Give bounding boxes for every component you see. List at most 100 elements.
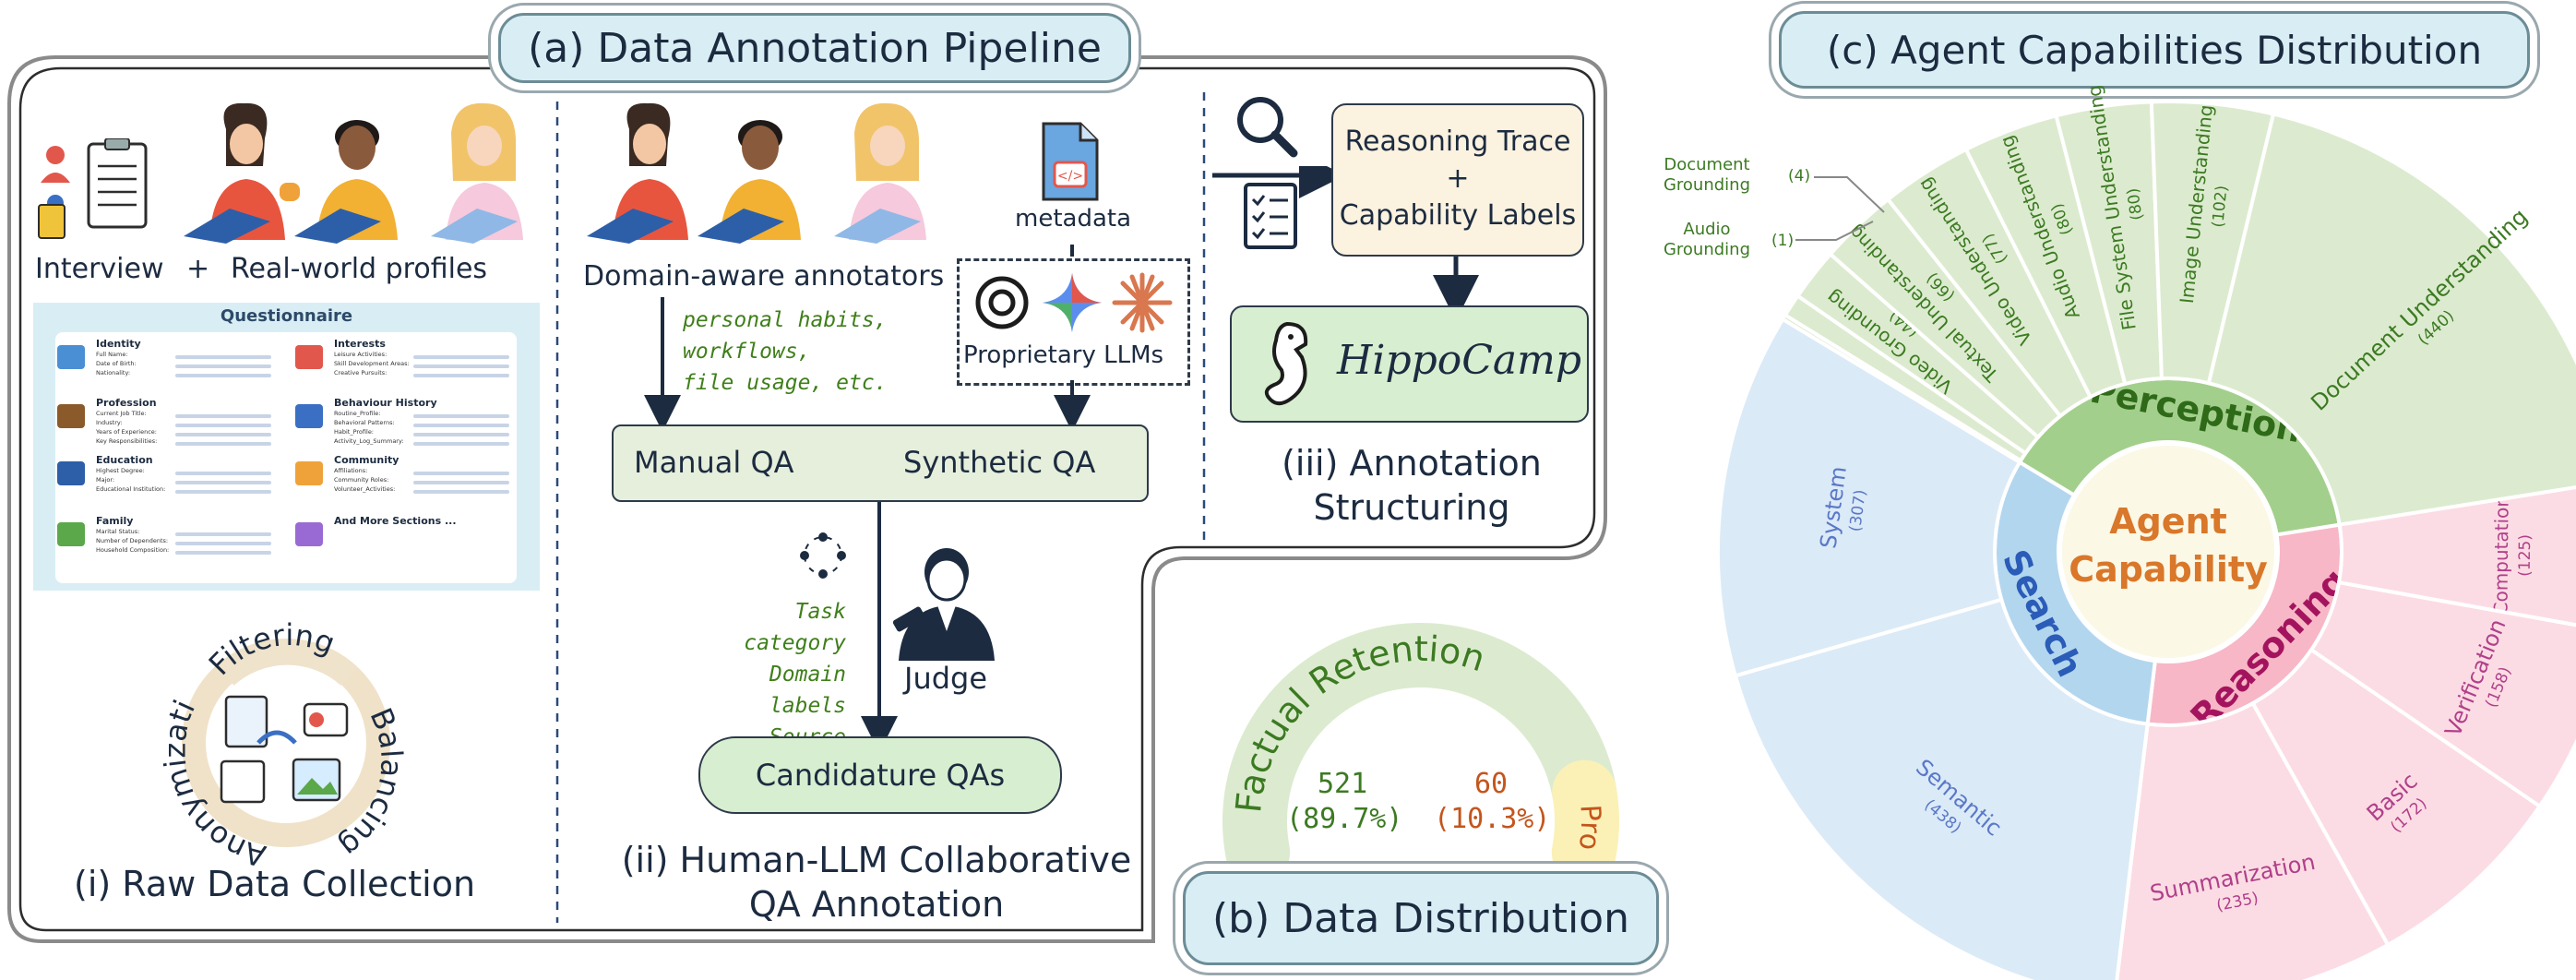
field-label: Major:: [96, 476, 115, 484]
field-input-line: [175, 490, 271, 494]
processing-cycle: [182, 639, 390, 847]
field-label: Full Name:: [96, 351, 128, 358]
sunburst-segment-label: Computation: [2489, 496, 2512, 615]
sunburst-center-line2: Capability: [2069, 549, 2268, 590]
structuring-arrows: [1212, 166, 1479, 321]
qa-generation-box: Manual QA Synthetic QA: [612, 424, 1149, 502]
section-name: Profession: [96, 397, 157, 409]
trace-line2: +: [1446, 162, 1470, 195]
field-input-line: [175, 365, 271, 368]
sunburst-segment: [2336, 484, 2576, 627]
field-label: Skill Development Areas:: [334, 360, 410, 367]
sunburst-segment-value: (125): [2516, 534, 2534, 577]
field-label: Household Composition:: [96, 546, 170, 554]
profiles-label: Real-world profiles: [231, 253, 488, 285]
label-domain: Domain labels: [769, 663, 846, 718]
field-label: Marital Status:: [96, 528, 140, 535]
annotators-illustration: [184, 102, 523, 244]
audio-grounding-value: (1): [1771, 232, 1794, 250]
books-icon: [57, 461, 85, 485]
annotator-notes: personal habits, workflows, file usage, …: [683, 305, 888, 399]
field-input-line: [175, 433, 271, 436]
field-input-line: [175, 442, 271, 446]
metadata-label: metadata: [1015, 205, 1132, 233]
capabilities-title: (c) Agent Capabilities Distribution: [1779, 11, 2530, 89]
document-grounding-value: (4): [1788, 167, 1810, 185]
svg-text:</>: </>: [1057, 169, 1083, 184]
field-label: Activity_Log_Summary:: [334, 437, 404, 445]
field-label: Creative Pursuits:: [334, 369, 388, 376]
field-input-line: [175, 414, 271, 418]
field-label: Industry:: [96, 419, 123, 426]
claude-logo-icon: [1112, 272, 1173, 333]
factual-retention-percent: (89.7%): [1286, 803, 1403, 835]
section-name: Family: [96, 515, 134, 527]
field-label: Highest Degree:: [96, 467, 145, 474]
network-icon: [295, 461, 323, 485]
section-name: Community: [334, 454, 400, 466]
field-input-line: [413, 355, 509, 359]
field-input-line: [175, 551, 271, 555]
note-workflows: workflows,: [683, 340, 811, 364]
plus-sign: +: [186, 253, 210, 285]
magnifier-icon: [1237, 97, 1298, 158]
field-input-line: [413, 414, 509, 418]
field-input-line: [175, 424, 271, 427]
gemini-logo-icon: [1043, 273, 1102, 332]
sunburst-segment: [2250, 647, 2543, 948]
domain-annotators-illustration: [587, 102, 926, 244]
structuring-caption: (iii) Annotation Structuring: [1218, 441, 1605, 530]
interview-icon: [38, 138, 148, 239]
factual-percent-value: 89.7%: [1303, 803, 1387, 835]
capability-sunburst-chart: ReasoningComputation(125)Verification(15…: [1664, 84, 2576, 980]
field-input-line: [175, 542, 271, 545]
manual-qa-label: Manual QA: [634, 445, 794, 480]
cycle-labels: Filtering Balancing Anonymization: [138, 604, 410, 874]
section-name: Interests: [334, 338, 386, 350]
field-input-line: [413, 481, 509, 484]
reasoning-trace-box: Reasoning Trace + Capability Labels: [1331, 103, 1584, 257]
field-label: Nationality:: [96, 369, 131, 376]
sunburst-segment: [2115, 700, 2391, 980]
field-input-line: [175, 374, 271, 377]
trace-line1: Reasoning Trace: [1344, 125, 1571, 158]
svg-text:Filtering: Filtering: [202, 617, 340, 682]
leader-line: [1795, 221, 1874, 241]
qa-annotation-caption: (ii) Human-LLM Collaborative QA Annotati…: [609, 838, 1144, 926]
field-label: Routine_Profile:: [334, 410, 381, 417]
synthetic-qa-label: Synthetic QA: [903, 445, 1096, 480]
field-label: Number of Dependents:: [96, 537, 169, 544]
briefcase-icon: [57, 404, 85, 428]
seahorse-logo-icon: [1264, 321, 1308, 406]
field-label: Habit_Profile:: [334, 428, 375, 436]
profiling-percent-value: 10.3%: [1450, 803, 1534, 835]
llm-logos: [975, 272, 1173, 333]
gauge-segment: [1551, 759, 1619, 867]
field-label: Educational Institution:: [96, 485, 166, 493]
leader-line: [1814, 176, 1885, 213]
section-name: And More Sections ...: [334, 515, 457, 527]
sunburst-center-line1: Agent: [2109, 501, 2227, 542]
profiling-percent: (10.3%): [1434, 803, 1551, 835]
sunburst-center: [2057, 440, 2280, 663]
pipeline-title: (a) Data Annotation Pipeline: [498, 13, 1131, 83]
camera-icon: [295, 345, 323, 369]
questionnaire-title: Questionnaire: [220, 306, 353, 326]
openai-logo-icon: [975, 276, 1029, 329]
gauge-segment: [1222, 623, 1617, 867]
sunburst-segment-value: (80): [2124, 186, 2147, 221]
family-icon: [57, 522, 85, 546]
field-input-line: [413, 442, 509, 446]
proprietary-llms-label: Proprietary LLMs: [963, 341, 1164, 369]
sunburst-segment: [2206, 112, 2576, 527]
factual-retention-count: 521: [1318, 768, 1368, 800]
field-input-line: [413, 433, 509, 436]
checklist-icon: [1244, 183, 1297, 249]
qa-caption-line2: QA Annotation: [748, 884, 1005, 925]
